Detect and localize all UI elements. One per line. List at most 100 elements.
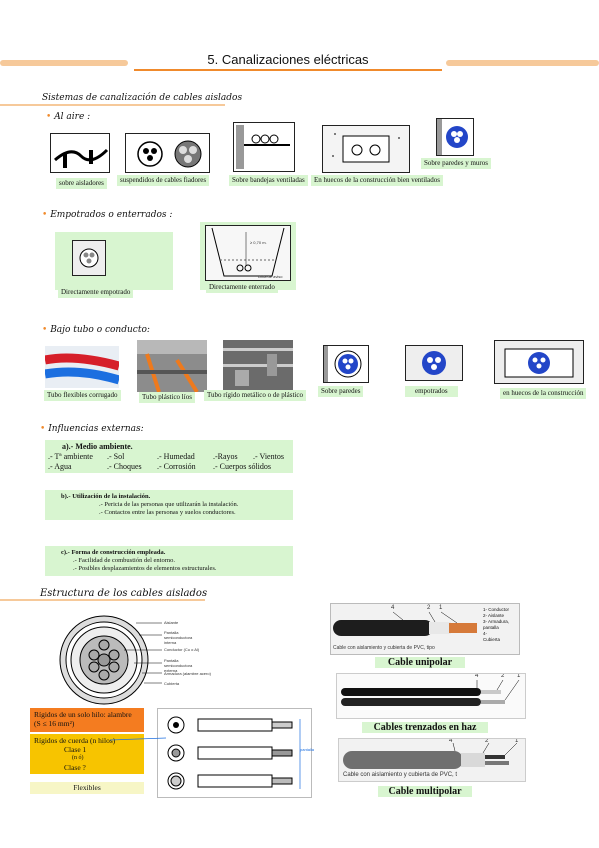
medio-ambiente-row1: .- Tª ambiente .- Sol .- Humedad .-Rayos…: [48, 452, 290, 462]
section1-title: Sistemas de canalización de cables aisla…: [42, 93, 243, 103]
multipolar-cable-icon: [343, 742, 518, 769]
cs-label: Cubierta: [164, 681, 180, 686]
label-huecos: En huecos de la construcción bien ventil…: [311, 175, 443, 186]
label-tubo-rigido: Tubo rígido metálico o de plástico: [204, 390, 306, 401]
tubo-title-text: Bajo tubo o conducto:: [50, 325, 150, 335]
aisladores-illustration: [50, 133, 110, 173]
enterrado-illustration: ≥ 0,70 m. cinta de aviso: [205, 225, 291, 281]
bundled-cable-icon: [341, 679, 520, 706]
corrugated-tube-photo: [45, 346, 119, 388]
medio-ambiente-row2: .- Agua .- Choques .- Corrosión .- Cuerp…: [48, 462, 290, 472]
cable-haz-photo: 4 2 1: [336, 673, 526, 719]
fiadores-illustration: [125, 133, 210, 173]
stranded-line4: Clase ?: [64, 763, 86, 772]
utilizacion-title: b).- Utilización de la instalación.: [61, 493, 151, 500]
rigid-wire-line1: Rígidos de un solo hilo: alambre: [34, 710, 132, 719]
cs-label: Conductor (Cu o Al): [164, 647, 200, 652]
tubo-pared-illustration: [323, 345, 369, 383]
warning-tape-label: cinta de aviso: [258, 274, 283, 279]
header-bar-left: [0, 60, 128, 66]
multipolar-number: 2: [485, 738, 489, 744]
metal-tube-icon: [223, 348, 293, 386]
section1-underline: [0, 104, 225, 106]
cable-haz-caption: Cables trenzados en haz: [362, 722, 488, 733]
utilizacion-line: .- Pericia de las personas que utilizará…: [99, 501, 239, 508]
factor: .- Humedad: [157, 452, 195, 461]
section2-title-text: Influencias externas:: [48, 424, 144, 434]
cable-multipolar-caption: Cable multipolar: [378, 786, 472, 797]
unipolar-photo-text: Cable con aislamiento y cubierta de PVC,…: [333, 645, 435, 651]
empotrados-title-text: Empotrados o enterrados :: [50, 210, 173, 220]
factor: .- Cuerpos sólidos: [213, 462, 271, 471]
depth-label: ≥ 0,70 m.: [250, 240, 267, 245]
unipolar-cable-icon: [333, 611, 477, 636]
tubes-installation-icon: [137, 340, 207, 392]
unipolar-number: 2: [427, 605, 431, 611]
stranded-line2: Clase 1: [64, 745, 87, 754]
factor: .- Choques: [107, 462, 142, 471]
haz-number: 4: [475, 673, 479, 679]
construccion-box: c).- Forma de construcción empleada. .- …: [45, 546, 293, 576]
page-title-underline: [134, 69, 442, 71]
header-bar-right: [446, 60, 599, 66]
bandejas-illustration: [233, 122, 295, 172]
section3-underline: [0, 599, 205, 601]
cs-label: Aislante: [164, 620, 179, 625]
embedded-conduit-icon: [422, 351, 446, 375]
section2-title: • Influencias externas:: [40, 424, 144, 434]
legend-item: Cubierta: [483, 637, 501, 642]
tube-icon: [45, 353, 119, 385]
stranded-box: Rígidos de cuerda (n hilos) Clase 1 (n ó…: [30, 734, 144, 774]
medio-ambiente-box: a).- Medio ambiente. .- Tª ambiente .- S…: [45, 440, 293, 473]
label-suspendidos: suspendidos de cables fiadores: [117, 175, 210, 186]
legend-item: 3- Armadura,: [483, 619, 510, 624]
label-empotrados: empotrados: [405, 386, 458, 397]
factor: .- Agua: [48, 462, 72, 471]
tray-icon: [236, 125, 290, 169]
section3-title: Estructura de los cables aislados: [40, 588, 208, 599]
conductor-types-icon: [167, 716, 301, 790]
construccion-line: .- Facilidad de combustión del entorno.: [73, 557, 175, 564]
factor: .- Tª ambiente: [48, 452, 93, 461]
rigid-tube-photo: [223, 340, 293, 390]
construccion-title: c).- Forma de construcción empleada.: [61, 549, 166, 556]
flexibles-label: Flexibles: [73, 783, 101, 792]
utilizacion-box: b).- Utilización de la instalación. .- P…: [45, 490, 293, 520]
stranded-line3: (n ó): [72, 755, 84, 761]
label-empotrado: Directamente empotrado: [58, 287, 134, 298]
aire-title: • Al aire :: [46, 112, 91, 122]
buried-cable-icon: [211, 227, 285, 277]
factor: .- Sol: [107, 452, 125, 461]
multipolar-number: 4: [449, 738, 453, 744]
tubo-title: • Bajo tubo o conducto:: [42, 325, 150, 335]
cable-multipolar-photo: 4 2 1 Cable con aislamiento y cubierta d…: [338, 738, 526, 782]
utilizacion-line: .- Contactos entre las personas y suelos…: [99, 509, 236, 516]
unipolar-legend: 1- Conductor 2- Aislante 3- Armadura, pa…: [483, 607, 509, 643]
cs-label: Pantalla semiconductora externa: [164, 658, 193, 673]
label-enterrado: Directamente enterrado: [206, 282, 278, 293]
unipolar-number: 1: [439, 605, 443, 611]
wall-conduit-icon: [324, 346, 362, 382]
label-sobre-aisladores: sobre aisladores: [56, 178, 107, 189]
cs-label: Pantalla semiconductora interna: [164, 630, 193, 645]
suspended-cables-icon: [137, 140, 202, 168]
tubo-hueco-illustration: [494, 340, 584, 384]
label-huecos-construccion: en huecos de la construcción: [500, 388, 587, 399]
unipolar-number: 4: [391, 605, 395, 611]
haz-number: 2: [501, 673, 505, 679]
huecos-illustration: [322, 125, 410, 173]
rigid-wire-box: Rígidos de un solo hilo: alambre (S ≤ 16…: [30, 708, 144, 732]
legend-item: 1- Conductor: [483, 607, 510, 612]
empotrados-title: • Empotrados o enterrados :: [42, 210, 173, 220]
factor: .- Vientos: [253, 452, 284, 461]
haz-number: 1: [517, 673, 521, 679]
insulator-icon: [54, 148, 109, 168]
legend-item: 4-: [483, 631, 488, 636]
cable-unipolar-caption: Cable unipolar: [375, 657, 465, 668]
label-tubo-plastico: Tubo plástico líos: [139, 392, 195, 403]
cable-unipolar-photo: 4 2 1 Cable con aislamiento y cubierta d…: [330, 603, 520, 655]
empotrado-illustration: [72, 240, 106, 276]
factor: .-Rayos: [213, 452, 238, 461]
label-paredes-muros: Sobre paredes y muros: [421, 158, 491, 169]
cross-section-diagram: Aislante Pantalla semiconductora interna…: [44, 605, 211, 705]
